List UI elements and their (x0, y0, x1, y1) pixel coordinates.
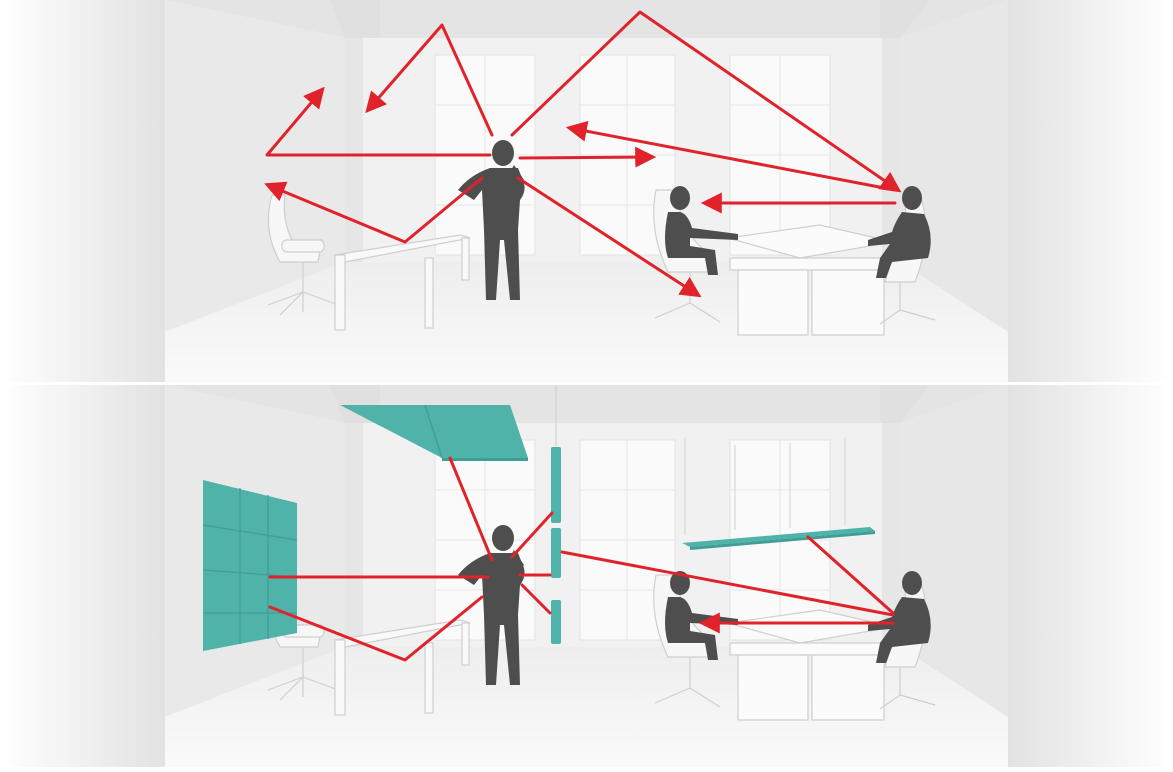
scene-with-treatment (0, 385, 1173, 767)
wall-acoustic-panel (203, 480, 297, 651)
reflection-path (520, 157, 652, 158)
scene-without-treatment (0, 0, 1173, 382)
